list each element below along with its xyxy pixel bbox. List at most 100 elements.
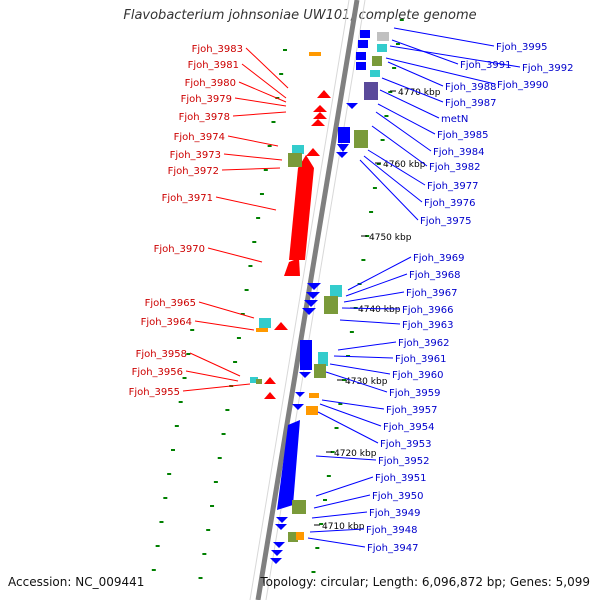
inner-guide-line [249,0,350,600]
right-gene-label: Fjoh_3967 [406,288,457,299]
left-label-leader [207,247,263,263]
forward-gene-arrow [313,112,327,119]
right-label-leader [367,149,426,186]
feature-box [288,153,302,167]
right-gene-label: Fjoh_3990 [497,80,548,91]
right-label-leader [363,155,423,203]
reverse-gene-block [277,420,300,510]
reverse-gene-block [300,340,312,370]
reverse-gene-arrow [270,558,282,564]
feature-box [292,500,306,514]
right-gene-label: Fjoh_3985 [437,130,488,141]
reverse-gene-arrow [306,292,320,299]
reverse-gene-arrow [271,550,283,556]
right-label-leader [389,45,521,68]
right-gene-label: Fjoh_3984 [433,147,484,158]
reverse-gene-block [338,127,350,143]
right-label-leader [307,537,366,548]
left-gene-label: Fjoh_3958 [136,349,187,360]
left-gene-label: Fjoh_3980 [185,78,236,89]
accession-text: Accession: NC_009441 [8,575,145,589]
left-label-leader [182,383,251,392]
right-label-leader [313,494,371,509]
reverse-gene-arrow [299,372,311,378]
left-label-leader [238,81,287,103]
right-label-leader [321,399,385,410]
right-label-leader [375,111,432,152]
left-label-leader [221,167,281,171]
right-label-leader [371,125,428,167]
right-gene-label: Fjoh_3961 [395,354,446,365]
forward-gene-arrow [264,377,276,384]
right-label-leader [347,256,412,291]
reverse-gene-arrow [304,300,318,307]
feature-box [309,52,321,56]
scale-label: 4740 kbp [358,305,401,315]
right-gene-label: Fjoh_3949 [369,508,420,519]
left-gene-label: Fjoh_3978 [179,112,230,123]
reverse-gene-arrow [273,542,285,548]
reverse-gene-arrow [337,144,349,152]
left-label-leader [241,63,287,99]
feature-box [309,393,319,398]
left-gene-label: Fjoh_3956 [132,367,183,378]
right-label-leader [333,355,394,359]
right-label-leader [381,77,444,103]
left-label-leader [194,320,255,331]
forward-gene-arrow [274,322,288,330]
feature-box [354,130,368,148]
right-gene-label: Fjoh_3962 [398,338,449,349]
feature-box [296,532,304,540]
reverse-gene-arrow [307,283,321,290]
right-gene-label: Fjoh_3953 [380,439,431,450]
forward-gene-arrow [306,148,320,156]
feature-box [306,406,318,415]
feature-box [324,296,338,314]
right-label-leader [343,291,405,303]
reverse-gene-block [356,52,366,60]
right-label-leader [325,371,388,393]
feature-box [259,318,271,328]
right-label-leader [337,341,397,351]
scale-label: 4730 kbp [345,377,388,387]
reverse-gene-arrow [275,524,287,530]
forward-gene-arrow [311,119,325,126]
right-gene-label: Fjoh_3975 [420,216,471,227]
right-gene-label: Fjoh_3968 [409,270,460,281]
right-label-leader [329,363,391,375]
map-title: Flavobacterium johnsoniae UW101, complet… [123,8,477,23]
feature-box [256,379,262,384]
right-gene-label: Fjoh_3947 [367,543,418,554]
left-label-leader [223,153,283,161]
reverse-gene-block [358,40,368,48]
forward-gene-arrow [264,392,276,399]
left-label-leader [232,111,287,117]
right-label-leader [377,103,436,135]
scale-label: 4750 kbp [369,233,412,243]
forward-gene-block [289,155,314,260]
right-gene-label: Fjoh_3977 [427,181,478,192]
feature-box [370,70,380,77]
right-label-leader [309,528,365,533]
right-gene-label: Fjoh_3948 [366,525,417,536]
right-gene-label: metN [441,114,468,125]
right-gene-label: Fjoh_3959 [389,388,440,399]
left-gene-label: Fjoh_3955 [129,387,180,398]
right-gene-label: Fjoh_3954 [383,422,434,433]
reverse-gene-arrow [295,392,305,397]
feature-box [372,56,382,66]
left-gene-label: Fjoh_3981 [188,60,239,71]
left-gene-label: Fjoh_3974 [174,132,225,143]
feature-box [318,352,328,366]
left-label-leader [215,196,277,211]
right-gene-label: Fjoh_3957 [386,405,437,416]
left-gene-label: Fjoh_3972 [168,166,219,177]
right-gene-label: Fjoh_3966 [402,305,453,316]
right-gene-label: Fjoh_3952 [378,456,429,467]
left-gene-label: Fjoh_3965 [145,298,196,309]
right-gene-label: Fjoh_3991 [460,60,511,71]
right-label-leader [385,57,496,85]
left-gene-label: Fjoh_3979 [181,94,232,105]
feature-box [330,285,342,297]
